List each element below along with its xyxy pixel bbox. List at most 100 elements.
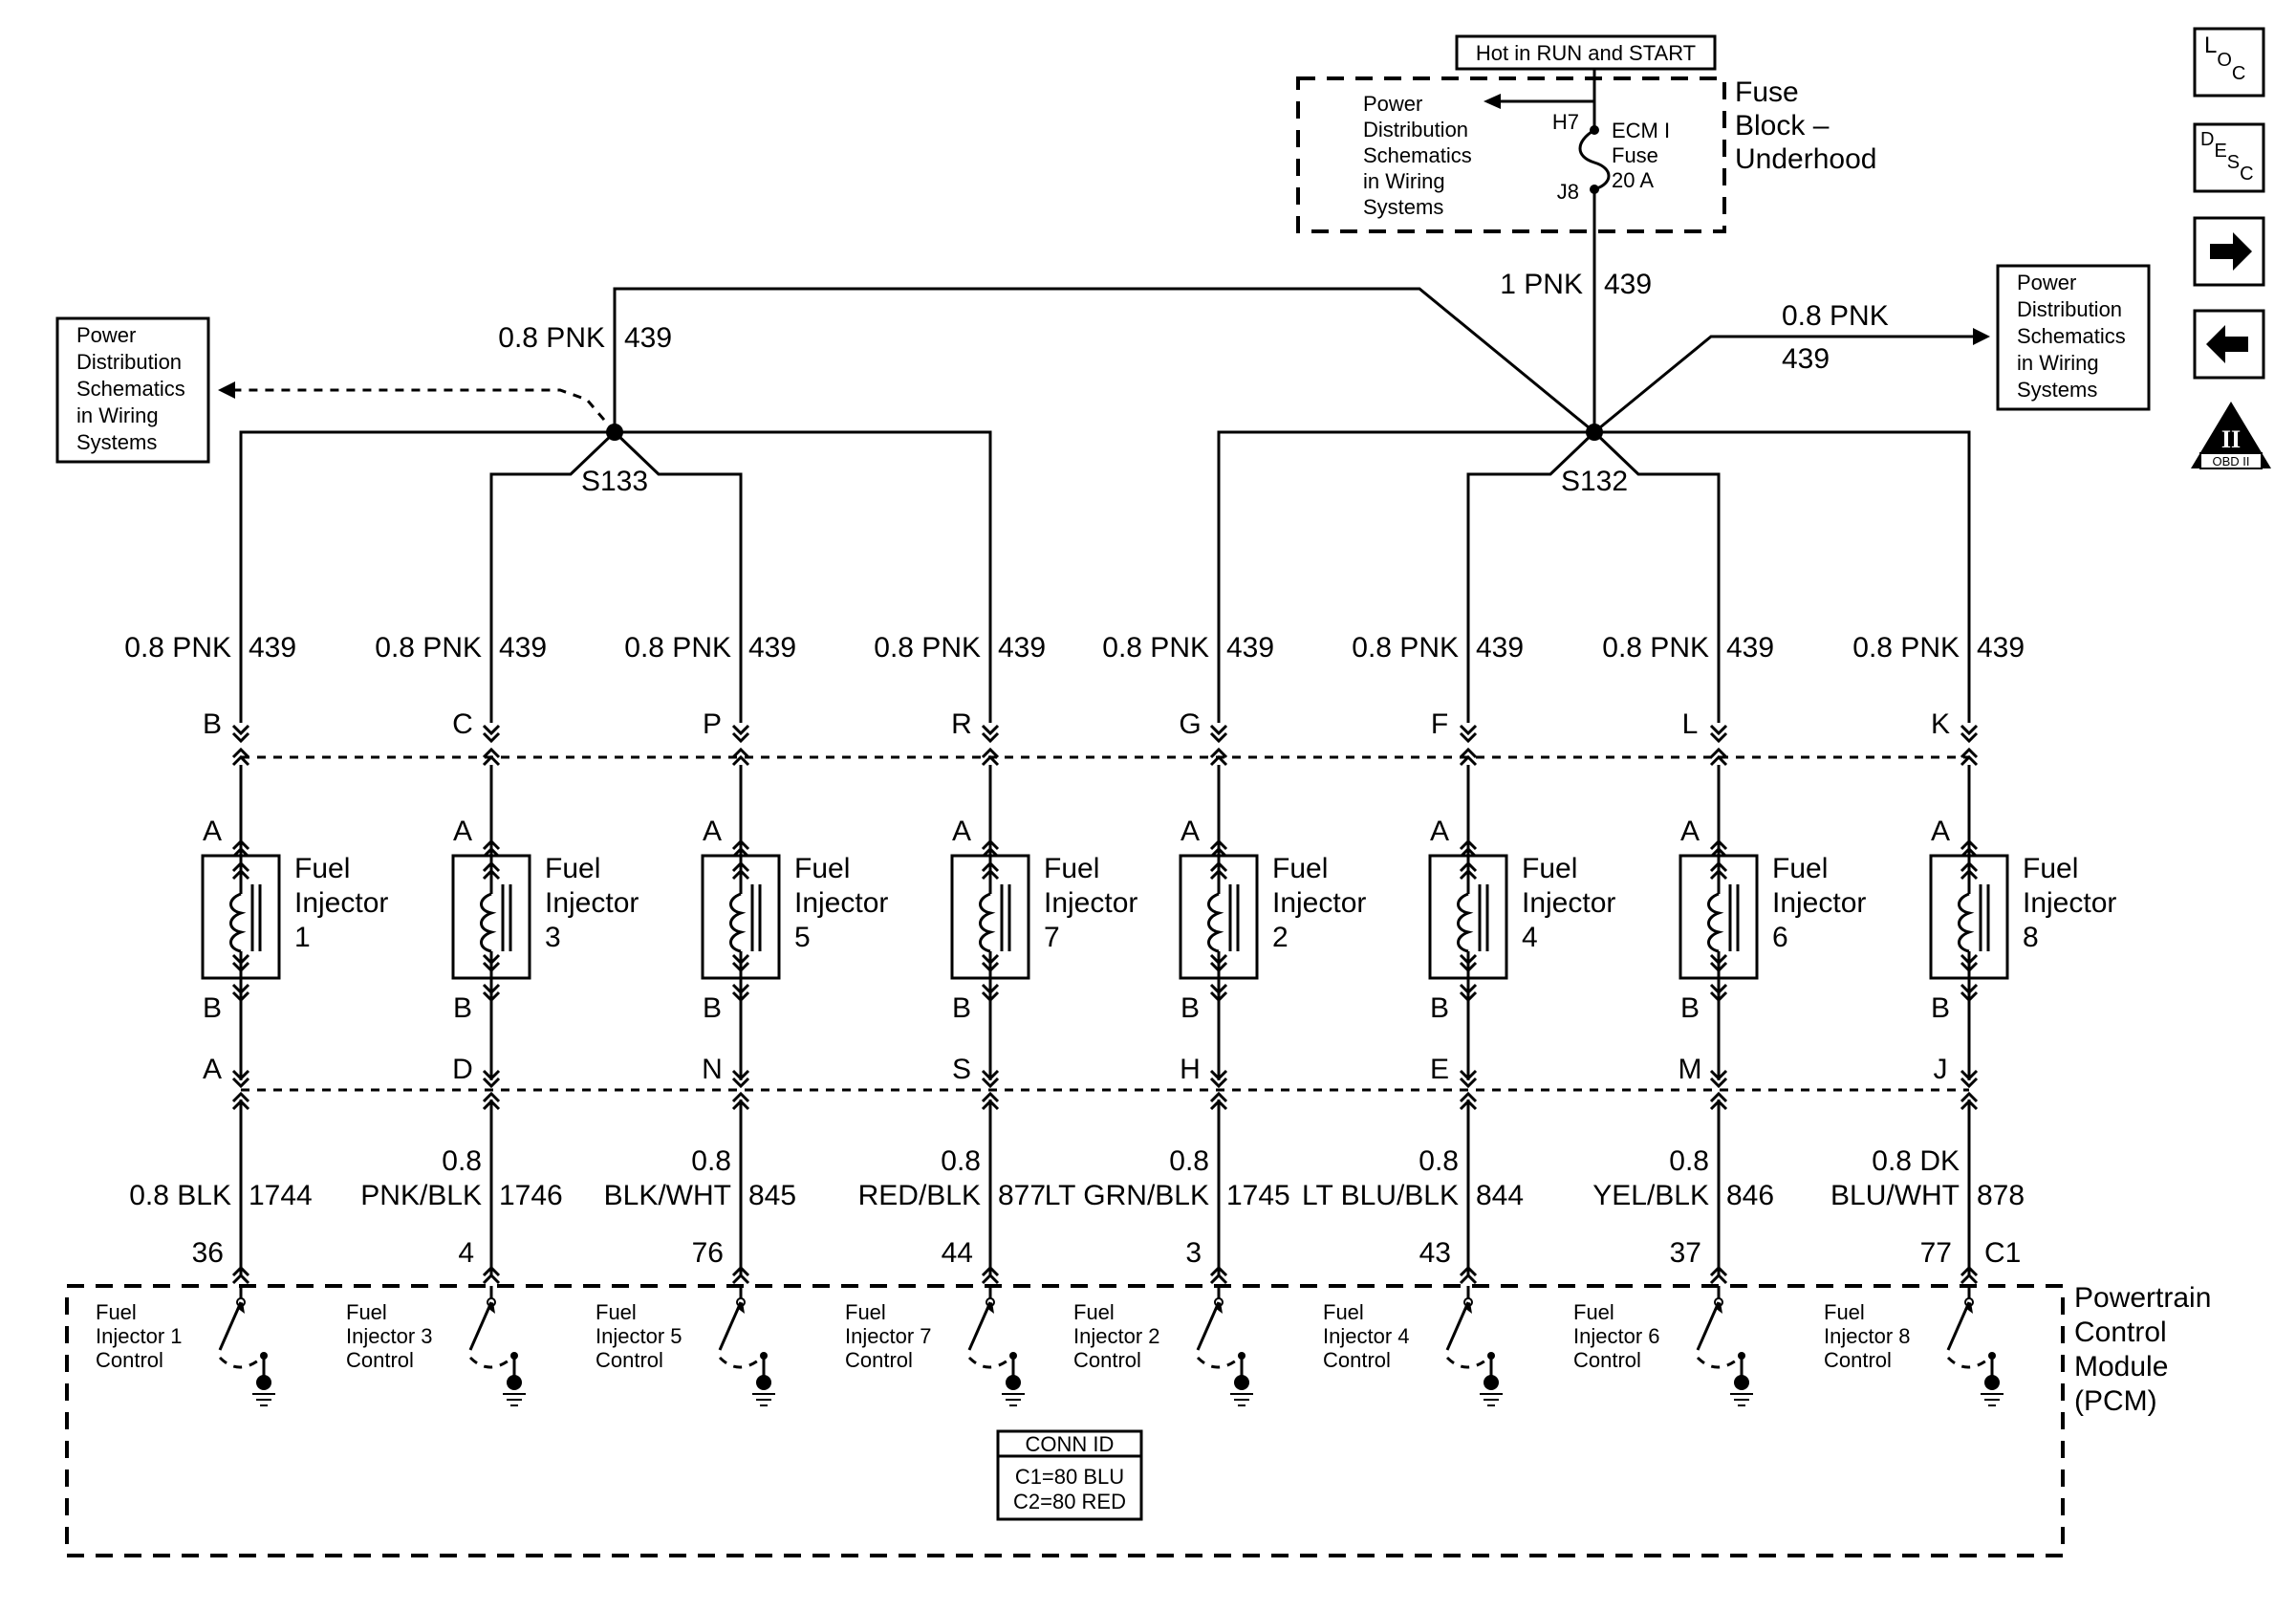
fuel-injector[interactable] bbox=[201, 854, 281, 980]
fuel-injector[interactable] bbox=[451, 854, 531, 980]
injector-pin-b: B bbox=[703, 992, 722, 1024]
bottom-circuit-label: 845 bbox=[748, 1180, 796, 1211]
coil-icon bbox=[979, 892, 996, 953]
injector-pin-b: B bbox=[453, 992, 472, 1024]
pcm-pin-number: 76 bbox=[692, 1237, 724, 1269]
injector-pin-a: A bbox=[1931, 816, 1950, 847]
ground-icon bbox=[1234, 1375, 1249, 1390]
bottom-circuit-label: 1744 bbox=[249, 1180, 313, 1211]
ground-icon bbox=[1984, 1375, 2000, 1390]
bottom-circuit-label: 1745 bbox=[1226, 1180, 1290, 1211]
desc-button[interactable]: DESC bbox=[2193, 122, 2265, 193]
bottom-circuit-label: 846 bbox=[1726, 1180, 1774, 1211]
left-pds-reference[interactable]: Power Distribution Schematics in Wiring … bbox=[76, 323, 191, 454]
injector-pin-a: A bbox=[203, 816, 222, 847]
fuse-block: Hot in RUN and START Fuse Block – Underh… bbox=[1296, 34, 1876, 233]
conn-id-title: CONN ID bbox=[1026, 1432, 1115, 1456]
bottom-circuit-label: 1746 bbox=[499, 1180, 563, 1211]
pcm-pin-number: 37 bbox=[1670, 1237, 1701, 1269]
fuel-injector[interactable] bbox=[1179, 854, 1259, 980]
injector-pin-b: B bbox=[1931, 992, 1950, 1024]
right-branch-wire: 0.8 PNK bbox=[1782, 300, 1889, 332]
fuel-injector[interactable] bbox=[950, 854, 1030, 980]
top-circuit-label: 439 bbox=[998, 632, 1046, 664]
splice-s132-label: S132 bbox=[1561, 466, 1628, 497]
fuse-block-pds-reference[interactable]: Power Distribution Schematics in Wiring … bbox=[1363, 92, 1478, 219]
fuse-pin-j8: J8 bbox=[1557, 180, 1579, 204]
pcm-pin-number: 43 bbox=[1419, 1237, 1451, 1269]
top-wire-label: 0.8 PNK bbox=[1102, 632, 1209, 664]
coil-icon bbox=[229, 892, 247, 953]
injector-pin-a: A bbox=[952, 816, 971, 847]
coil-icon bbox=[1207, 892, 1224, 953]
injector-pin-b: B bbox=[952, 992, 971, 1024]
injector-pin-b: B bbox=[1680, 992, 1700, 1024]
injector-pin-a: A bbox=[453, 816, 472, 847]
obd-label: OBD II bbox=[2212, 454, 2249, 468]
pcm-label: Powertrain Control Module (PCM) bbox=[2074, 1282, 2220, 1417]
right-ref-arrow-icon bbox=[1973, 328, 1990, 345]
injector-driver-switch bbox=[1696, 1286, 1753, 1406]
top-wire-label: 0.8 PNK bbox=[124, 632, 231, 664]
fuel-injector[interactable] bbox=[1929, 854, 2009, 980]
conn-id-c2: C2=80 RED bbox=[1013, 1490, 1126, 1513]
upper-connector-pin: F bbox=[1431, 708, 1448, 740]
ground-icon bbox=[507, 1375, 522, 1390]
right-pds-reference[interactable]: Power Distribution Schematics in Wiring … bbox=[2017, 271, 2132, 402]
injector-pin-b: B bbox=[1430, 992, 1449, 1024]
fuse-block-label: Fuse Block – Underhood bbox=[1735, 76, 1876, 175]
obd-triangle-icon bbox=[2191, 402, 2271, 468]
fuel-injector[interactable] bbox=[701, 854, 781, 980]
fuel-injector[interactable] bbox=[1428, 854, 1508, 980]
upper-connector-pin: L bbox=[1682, 708, 1699, 740]
obd-numeral: II bbox=[2221, 425, 2241, 453]
coil-icon bbox=[729, 892, 747, 953]
lower-connector-pin: A bbox=[203, 1054, 222, 1085]
top-wire-label: 0.8 PNK bbox=[1352, 632, 1459, 664]
forward-button[interactable] bbox=[2193, 216, 2265, 287]
loc-button[interactable]: LOC bbox=[2193, 27, 2265, 98]
injector-driver-switch bbox=[1445, 1286, 1503, 1406]
lower-connector-pin: E bbox=[1430, 1054, 1449, 1085]
fuel-injector[interactable] bbox=[1679, 854, 1759, 980]
top-circuit-label: 439 bbox=[249, 632, 296, 664]
injector-pin-a: A bbox=[703, 816, 722, 847]
lower-connector-pin: M bbox=[1679, 1054, 1702, 1085]
upper-connector-pin: K bbox=[1931, 708, 1950, 740]
lower-connector-pin: S bbox=[952, 1054, 971, 1085]
top-circuit-label: 439 bbox=[499, 632, 547, 664]
injector-pin-a: A bbox=[1430, 816, 1449, 847]
back-arrow-icon bbox=[2206, 325, 2248, 363]
obd-ii-badge[interactable]: II OBD II bbox=[2191, 402, 2271, 469]
lower-connector-pin: J bbox=[1934, 1054, 1948, 1085]
upper-connector-pin: B bbox=[203, 708, 222, 740]
top-wire-label: 0.8 PNK bbox=[375, 632, 482, 664]
loc-icon: LOC bbox=[2204, 33, 2245, 84]
ground-icon bbox=[1484, 1375, 1499, 1390]
ground-icon bbox=[256, 1375, 271, 1390]
back-button[interactable] bbox=[2193, 309, 2265, 380]
injector-driver-switch bbox=[1196, 1286, 1253, 1406]
splice-s132: S132 bbox=[1217, 424, 1971, 723]
injector-driver-switch bbox=[967, 1286, 1025, 1406]
coil-icon bbox=[1958, 892, 1975, 953]
coil-icon bbox=[1707, 892, 1724, 953]
ground-icon bbox=[756, 1375, 771, 1390]
splice-s133: S133 bbox=[239, 424, 992, 723]
pcm-pin-number: 36 bbox=[192, 1237, 224, 1269]
